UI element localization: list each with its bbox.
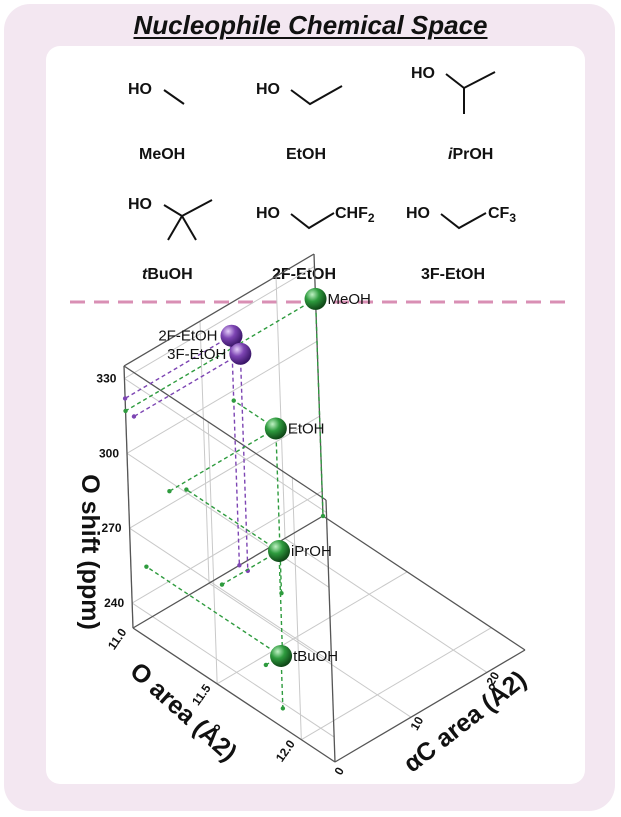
frame-edge	[123, 365, 327, 501]
grid-line	[126, 452, 330, 588]
hydroxyl-label: HO	[256, 205, 280, 222]
data-point	[270, 644, 293, 667]
molecule-tbuoh: HO tBuOH	[128, 196, 213, 283]
drop-endpoint	[184, 487, 189, 492]
bond-line	[445, 71, 496, 90]
bond-line	[181, 215, 197, 241]
molecule-2f-etoh: HO CHF2 2F-EtOH	[256, 205, 375, 283]
molecule-etoh: HO EtOH	[256, 81, 343, 163]
molecule-name: 3F-EtOH	[421, 266, 485, 283]
z-tick-label: 300	[99, 446, 119, 460]
drop-line	[230, 335, 241, 566]
drop-endpoint	[167, 489, 172, 494]
drop-endpoint	[123, 408, 128, 414]
drop-endpoint	[263, 662, 269, 668]
grid-line	[126, 340, 318, 454]
molecule-iproh: HO iPrOH	[411, 65, 496, 163]
molecule-structures: HO MeOH HO EtOH HO iPrOH HO tBuOH HO	[128, 65, 516, 283]
drop-line	[239, 353, 249, 571]
y-axis-title: O area (Å2)	[124, 656, 243, 767]
bond-line	[290, 85, 343, 106]
y-tick-label: 11.0	[105, 625, 130, 652]
figure-title: Nucleophile Chemical Space	[133, 10, 488, 40]
substituent-label: CHF2	[335, 205, 375, 225]
molecule-3f-etoh: HO CF3 3F-EtOH	[406, 205, 516, 283]
molecule-name: 2F-EtOH	[272, 266, 336, 283]
drop-line	[186, 489, 280, 552]
drop-line	[125, 298, 316, 412]
hydroxyl-label: HO	[128, 81, 152, 98]
y-tick-label: 12.0	[273, 737, 298, 764]
x-tick-label: 0	[331, 764, 347, 777]
grid-line	[129, 415, 320, 529]
bond-line	[440, 212, 487, 230]
point-label: 3F-EtOH	[167, 346, 226, 363]
point-label: EtOH	[288, 421, 325, 438]
grid-line	[199, 321, 210, 584]
grid-line	[124, 266, 315, 379]
drop-endpoint	[122, 396, 128, 401]
grid-line	[207, 421, 218, 684]
z-tick-label: 270	[102, 521, 122, 535]
drop-line	[169, 427, 277, 492]
drop-endpoint	[237, 563, 242, 568]
molecule-meoh: HO MeOH	[128, 81, 185, 163]
drop-endpoint	[144, 564, 149, 569]
drop-endpoint	[131, 414, 137, 419]
point-label: MeOH	[328, 291, 371, 308]
chart-grid	[123, 266, 492, 763]
drop-endpoint	[280, 706, 286, 711]
x-tick-label: 10	[407, 714, 426, 733]
molecule-name: iPrOH	[448, 146, 493, 163]
drop-line	[278, 550, 284, 656]
molecule-name: MeOH	[139, 146, 185, 163]
grid-line	[131, 490, 323, 604]
data-point	[264, 417, 287, 440]
frame-edge	[123, 253, 315, 367]
point-label: 2F-EtOH	[158, 328, 217, 345]
point-label: iPrOH	[291, 543, 332, 560]
hydroxyl-label: HO	[406, 205, 430, 222]
grid-line	[291, 477, 302, 740]
data-point	[267, 540, 290, 563]
hydroxyl-label: HO	[128, 196, 152, 213]
molecule-name: EtOH	[286, 146, 326, 163]
z-axis-title: O shift (ppm)	[76, 474, 104, 630]
drop-line	[314, 298, 324, 517]
grid-line	[124, 378, 327, 513]
bond-line	[290, 212, 335, 230]
substituent-label: CF3	[488, 205, 516, 225]
drop-endpoint	[320, 513, 326, 519]
x-tick-label: 20	[483, 669, 502, 688]
bond-line	[167, 215, 183, 241]
drop-line	[275, 428, 283, 594]
hydroxyl-label: HO	[256, 81, 280, 98]
frame-edge	[322, 515, 526, 651]
drop-endpoint	[231, 398, 236, 403]
hydroxyl-label: HO	[411, 65, 435, 82]
z-tick-label: 330	[96, 371, 116, 385]
frame-edge	[123, 365, 134, 629]
frame-edge	[132, 627, 336, 763]
point-label: tBuOH	[293, 648, 338, 665]
data-point	[229, 342, 252, 365]
drop-endpoint	[219, 582, 225, 587]
drop-line	[146, 566, 282, 657]
molecule-name: tBuOH	[142, 266, 193, 283]
bond-line	[163, 199, 213, 218]
grid-line	[275, 276, 286, 539]
data-point	[304, 287, 327, 310]
z-tick-label: 240	[104, 596, 124, 610]
grid-line	[131, 602, 335, 738]
frame-edge	[132, 515, 324, 629]
grid-line	[216, 571, 408, 685]
frame-edge	[325, 499, 336, 763]
bond-line	[163, 89, 185, 105]
frame-edge	[334, 649, 526, 763]
data-point	[220, 324, 243, 347]
